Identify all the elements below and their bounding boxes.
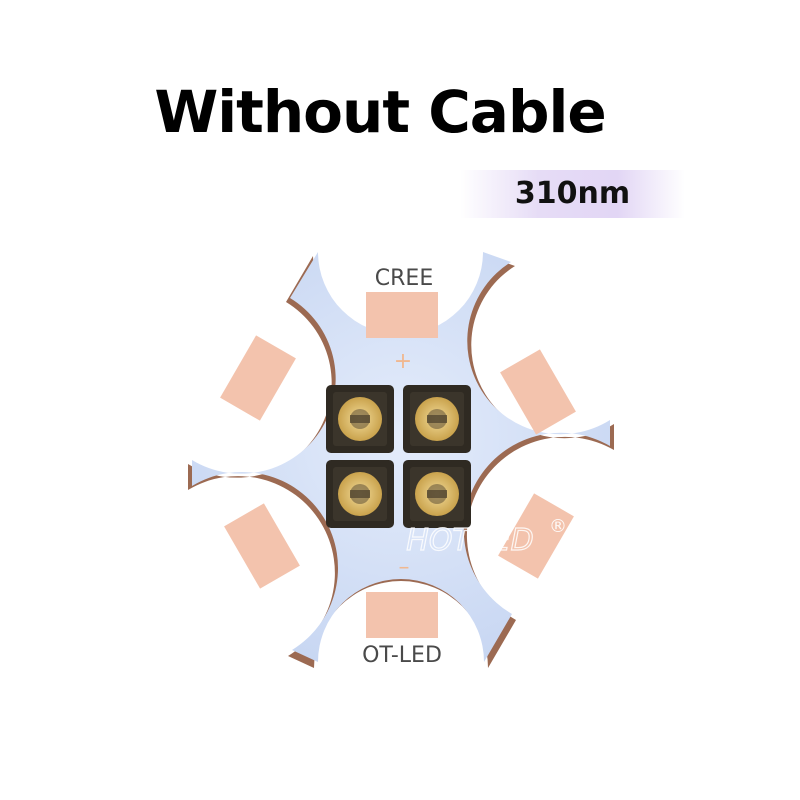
pad-top (366, 292, 438, 338)
minus-mark: – (399, 555, 410, 580)
board-top-label: CREE (375, 266, 433, 291)
board-bottom-label: OT-LED (362, 643, 442, 668)
wavelength-label: 310nm (514, 176, 631, 211)
trademark-mark: ® (549, 516, 567, 537)
led-chip (326, 385, 394, 453)
led-chip (326, 460, 394, 528)
pad-lower-right (498, 493, 574, 579)
watermark: HOTRED (406, 523, 533, 558)
led-chip-array (326, 385, 471, 528)
pad-bottom (366, 592, 438, 638)
led-chip (403, 460, 471, 528)
title: Without Cable (154, 78, 606, 146)
led-chip (403, 385, 471, 453)
wavelength-badge: 310nm (460, 170, 685, 218)
pad-upper-right (500, 349, 576, 435)
board-substrate (192, 252, 610, 662)
pad-upper-left (220, 335, 296, 421)
plus-mark: + (394, 349, 412, 374)
pad-lower-left (224, 503, 300, 589)
